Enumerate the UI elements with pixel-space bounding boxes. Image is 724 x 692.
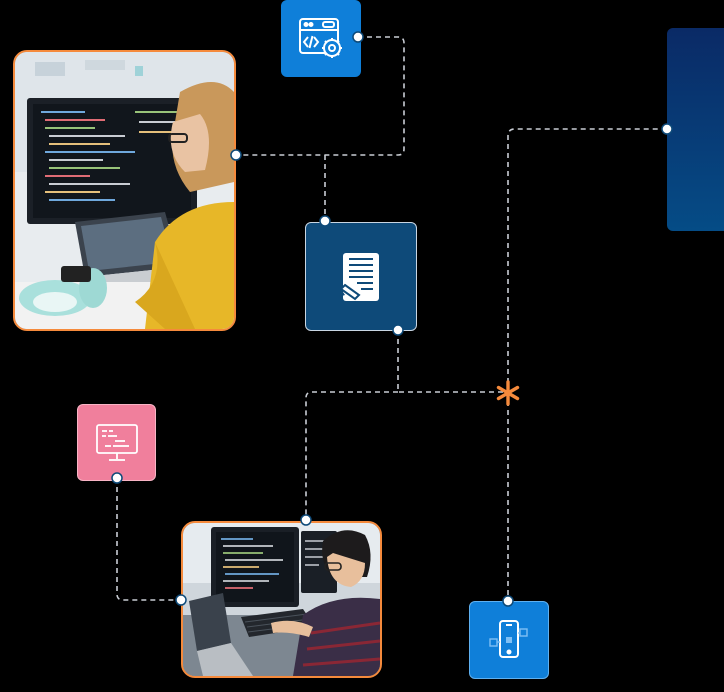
browser-code-gear-icon	[299, 17, 342, 58]
edge-monitor-to-man	[116, 478, 181, 601]
edge-webdev-to-woman	[236, 36, 405, 156]
coder-photo-woman	[13, 50, 236, 331]
edge-junction-to-man	[305, 391, 398, 520]
junction-star	[496, 380, 520, 406]
monitor-code-tile[interactable]	[77, 404, 156, 481]
asterisk-icon	[496, 380, 520, 406]
mobile-app-tile[interactable]	[469, 601, 549, 679]
coder-photo-man	[181, 521, 382, 678]
edge-junction-to-panel	[507, 128, 667, 392]
document-edit-icon	[339, 252, 379, 301]
mobile-app-icon	[489, 620, 528, 658]
monitor-code-icon	[95, 423, 138, 461]
web-dev-tile[interactable]	[281, 0, 361, 77]
document-tile[interactable]	[305, 222, 417, 331]
developer-at-keyboard-image	[183, 523, 380, 676]
developer-at-monitor-image	[15, 52, 234, 329]
side-panel	[667, 28, 724, 231]
edge-document-to-junction	[397, 330, 508, 393]
